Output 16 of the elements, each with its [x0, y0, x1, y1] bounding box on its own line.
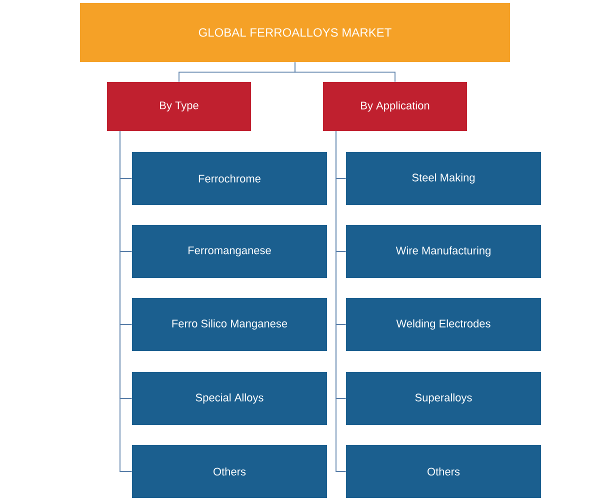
segment-box: Superalloys [346, 372, 541, 425]
connector-line [336, 130, 346, 472]
segment-box: Others [346, 445, 541, 498]
segment-box: Ferrochrome [132, 152, 327, 205]
connector-line [294, 62, 396, 82]
segment-box: Wire Manufacturing [346, 225, 541, 278]
title-box: GLOBAL FERROALLOYS MARKET [80, 3, 510, 62]
segment-box: Welding Electrodes [346, 298, 541, 351]
segment-box: Special Alloys [132, 372, 327, 425]
category-box: By Type [107, 82, 251, 131]
connector-line [120, 130, 132, 472]
category-box: By Application [323, 82, 467, 131]
segment-box: Ferromanganese [132, 225, 327, 278]
segment-box: Steel Making [346, 152, 541, 205]
segment-box: Ferro Silico Manganese [132, 298, 327, 351]
segment-box: Others [132, 445, 327, 498]
